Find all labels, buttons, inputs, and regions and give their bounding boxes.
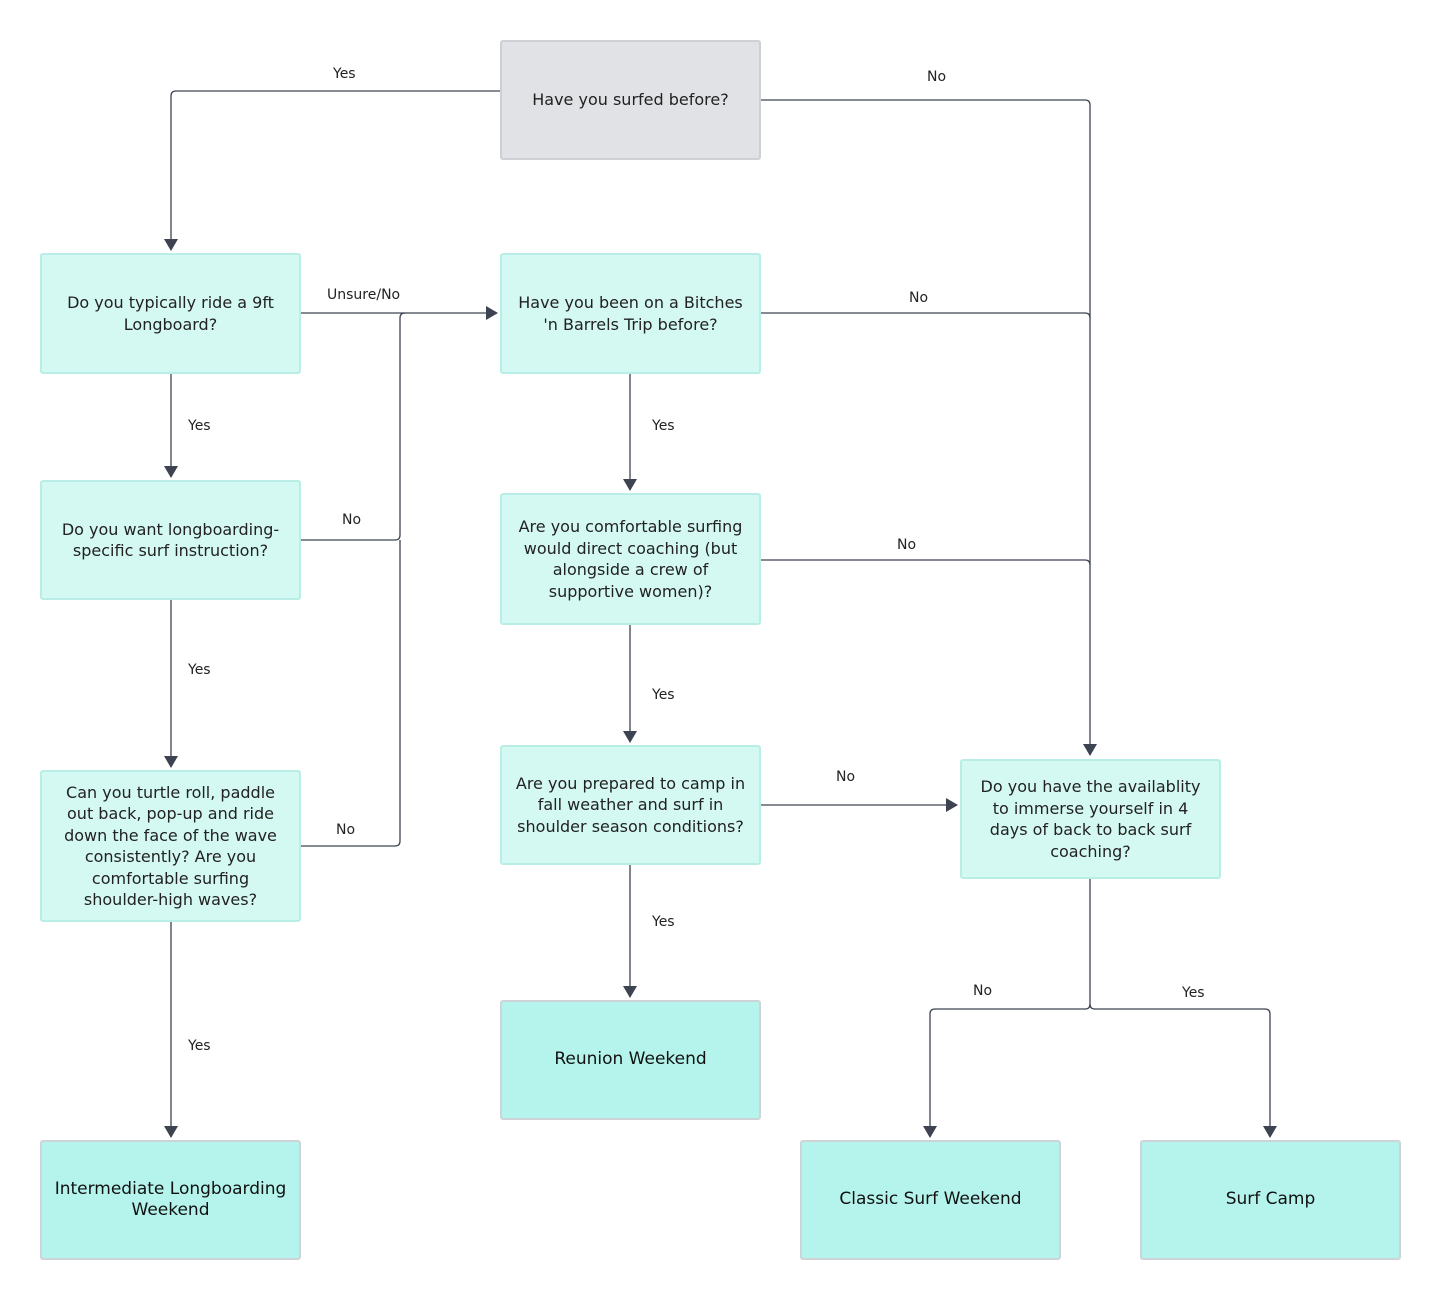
connector-coaching-no [761, 559, 1091, 566]
label-skills-no: No [336, 822, 356, 838]
label-coaching-yes: Yes [652, 687, 675, 703]
node-availability: Do you have the availablity to immerse y… [960, 759, 1221, 879]
result-classic-surf-weekend: Classic Surf Weekend [800, 1140, 1061, 1260]
result-classic-surf-weekend-text: Classic Surf Weekend [839, 1189, 1022, 1210]
label-longboard-unsure: Unsure/No [327, 287, 401, 303]
node-previous-trip-text: Have you been on a Bitches 'n Barrels Tr… [518, 293, 743, 334]
result-reunion-weekend: Reunion Weekend [500, 1000, 761, 1120]
connector-availability-no [923, 879, 1091, 1138]
label-camp-no: No [836, 769, 856, 785]
node-availability-text: Do you have the availablity to immerse y… [980, 777, 1201, 861]
label-start-no: No [927, 69, 947, 85]
node-have-you-surfed: Have you surfed before? [500, 40, 761, 160]
label-availability-yes: Yes [1182, 985, 1205, 1001]
node-fall-camping: Are you prepared to camp in fall weather… [500, 745, 761, 865]
label-trip-yes: Yes [652, 418, 675, 434]
node-fall-camping-text: Are you prepared to camp in fall weather… [515, 773, 746, 836]
connector-instruction-no [301, 312, 406, 541]
connector-trip-no [761, 312, 1091, 319]
connector-skills-no [301, 540, 401, 847]
label-camp-yes: Yes [652, 914, 675, 930]
node-previous-trip: Have you been on a Bitches 'n Barrels Tr… [500, 253, 761, 374]
node-longboarding-instruction-text: Do you want longboarding-specific surf i… [61, 519, 280, 561]
node-ride-9ft-longboard: Do you typically ride a 9ft Longboard? [40, 253, 301, 374]
node-skills-check-text: Can you turtle roll, paddle out back, po… [64, 782, 277, 910]
node-ride-9ft-longboard-text: Do you typically ride a 9ft Longboard? [67, 293, 274, 334]
result-intermediate-longboarding-weekend: Intermediate Longboarding Weekend [40, 1140, 301, 1260]
connector-availability-yes [1089, 1003, 1277, 1138]
label-instruction-no: No [342, 512, 362, 528]
label-instruction-yes: Yes [188, 662, 211, 678]
node-indirect-coaching: Are you comfortable surfing would direct… [500, 493, 761, 625]
node-skills-check: Can you turtle roll, paddle out back, po… [40, 770, 301, 922]
label-longboard-yes: Yes [188, 418, 211, 434]
result-intermediate-longboarding-weekend-text: Intermediate Longboarding Weekend [54, 1178, 287, 1221]
result-reunion-weekend-text: Reunion Weekend [554, 1049, 707, 1070]
node-have-you-surfed-text: Have you surfed before? [532, 90, 729, 110]
connector-start-yes [164, 90, 500, 251]
label-start-yes: Yes [333, 66, 356, 82]
label-availability-no: No [973, 983, 993, 999]
node-indirect-coaching-text: Are you comfortable surfing would direct… [518, 517, 743, 601]
result-surf-camp-text: Surf Camp [1225, 1189, 1316, 1210]
connector-start-no [761, 99, 1097, 756]
label-coaching-no: No [897, 537, 917, 553]
node-longboarding-instruction: Do you want longboarding-specific surf i… [40, 480, 301, 600]
result-surf-camp: Surf Camp [1140, 1140, 1401, 1260]
label-skills-yes: Yes [188, 1038, 211, 1054]
label-trip-no: No [909, 290, 929, 306]
